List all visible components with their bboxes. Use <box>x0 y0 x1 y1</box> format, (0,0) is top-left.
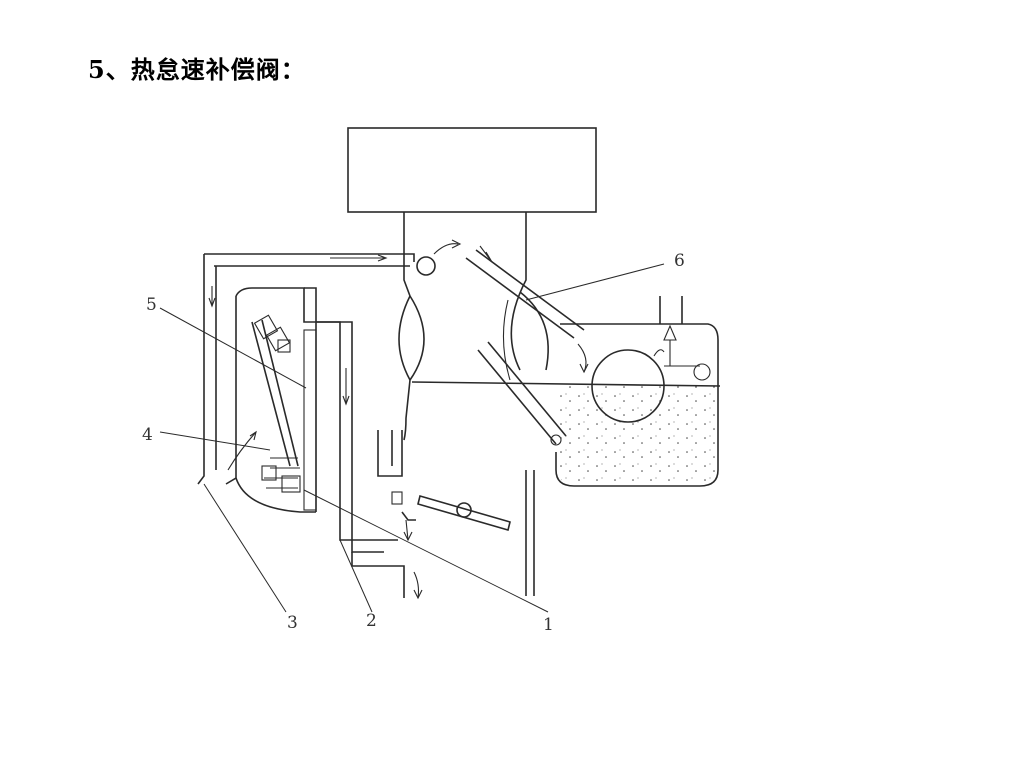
thermostatic-valve-housing <box>225 287 423 600</box>
link-rod <box>465 245 589 446</box>
callout-5: 5 <box>146 295 157 315</box>
slide-title: 5、热怠速补偿阀： <box>88 55 306 84</box>
bypass-air-passage <box>197 239 462 485</box>
air-filter-block <box>347 127 597 213</box>
callout-6: 6 <box>674 251 685 271</box>
throttle-plate <box>417 495 511 531</box>
callout-4: 4 <box>142 425 153 445</box>
callout-2: 2 <box>366 611 377 631</box>
throttle-body <box>377 212 549 596</box>
callout-1: 1 <box>543 615 554 635</box>
leader-lines <box>159 263 665 613</box>
float-chamber <box>411 296 721 487</box>
callout-3: 3 <box>287 613 298 633</box>
